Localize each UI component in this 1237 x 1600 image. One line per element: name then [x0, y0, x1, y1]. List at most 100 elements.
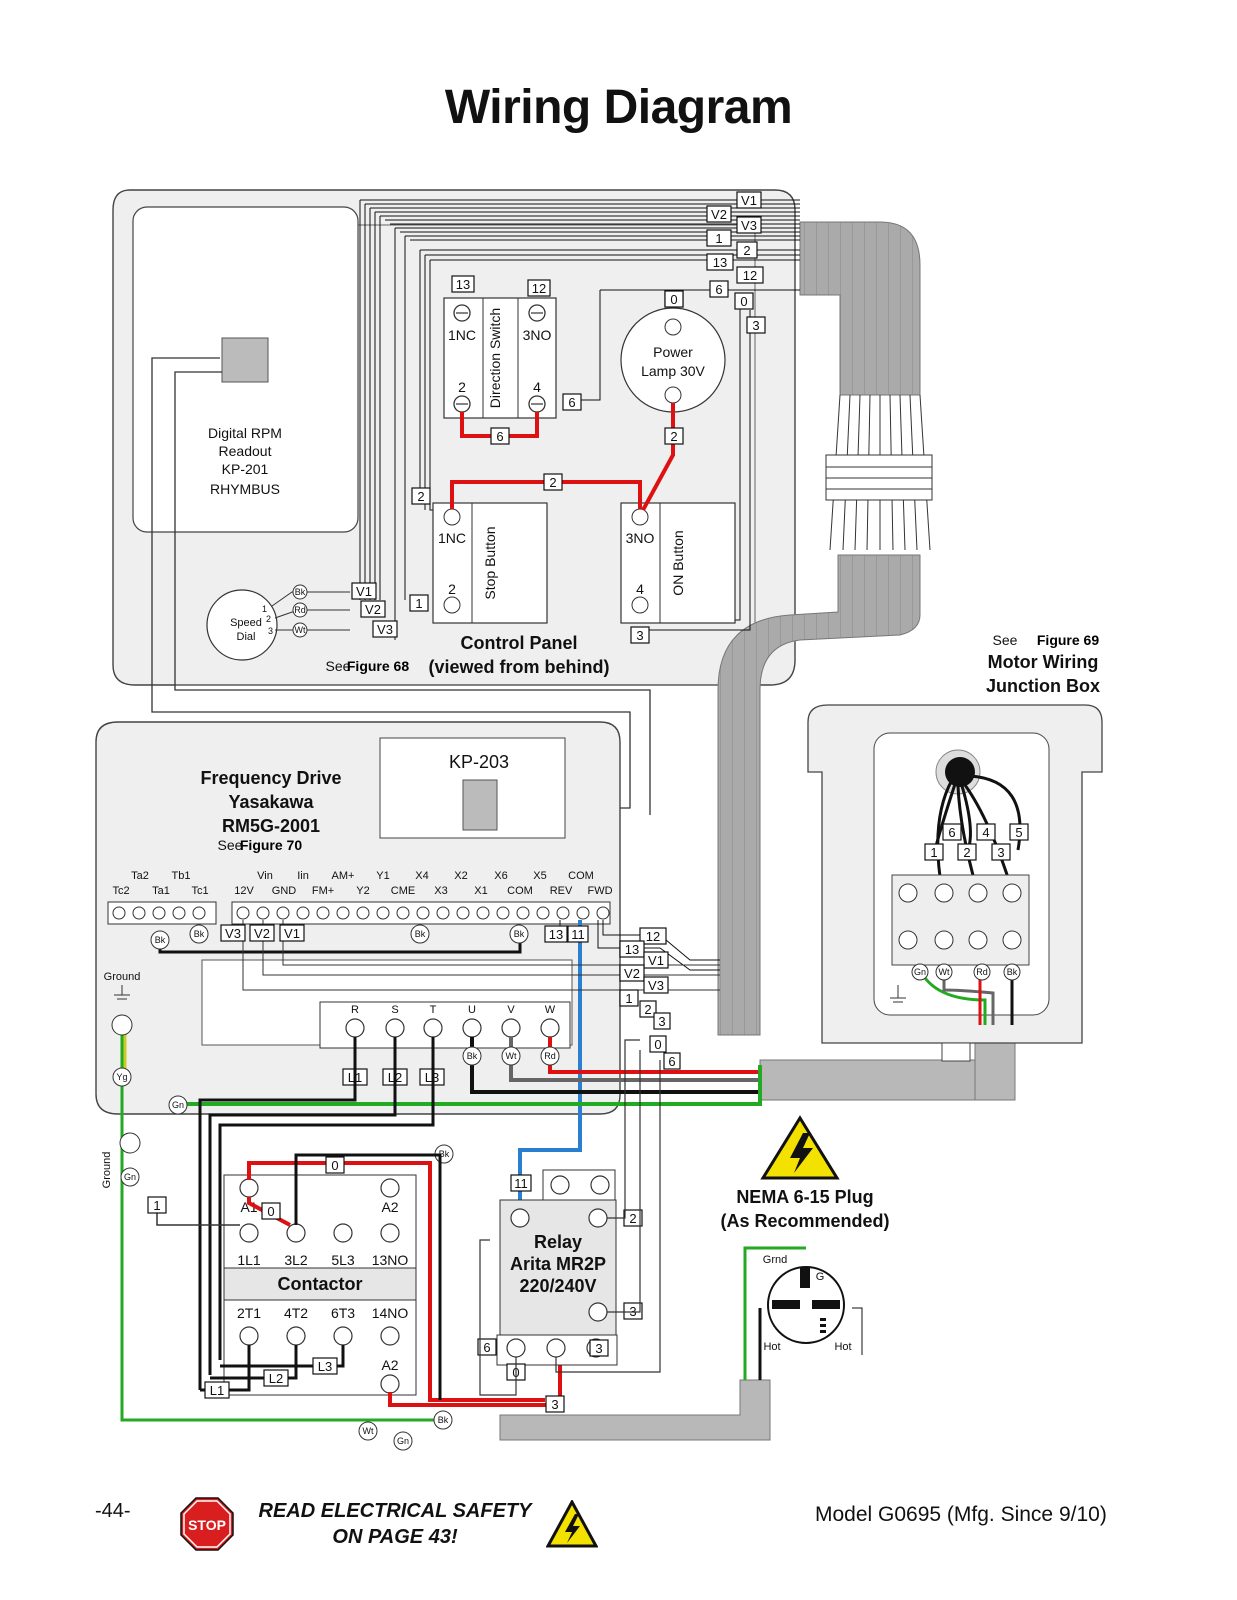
svg-text:Bk: Bk	[438, 1415, 449, 1425]
safety-note-line1: READ ELECTRICAL SAFETY	[258, 1500, 532, 1522]
svg-text:1NC: 1NC	[438, 530, 466, 546]
tag-v2: V2	[706, 205, 732, 223]
svg-text:Dial: Dial	[237, 631, 256, 643]
svg-text:Speed: Speed	[230, 617, 262, 629]
svg-text:Wt: Wt	[506, 1051, 517, 1061]
svg-text:12: 12	[646, 929, 660, 944]
svg-text:X1: X1	[474, 885, 487, 897]
svg-text:V2: V2	[365, 602, 381, 617]
svg-text:Tb1: Tb1	[172, 870, 191, 882]
svg-text:Rd: Rd	[976, 967, 988, 977]
relay-wires	[479, 1039, 661, 1396]
wire-color-text: Bk Bk Bk Bk Bk Wt Rd Yg Gn Gn Gn Wt Bk B…	[116, 929, 555, 1446]
svg-text:V: V	[507, 1004, 515, 1016]
svg-text:Readout: Readout	[219, 443, 272, 459]
svg-text:Bk: Bk	[295, 587, 306, 597]
svg-text:Rd: Rd	[544, 1051, 556, 1061]
svg-text:0: 0	[740, 294, 747, 309]
svg-text:GND: GND	[272, 885, 297, 897]
svg-text:Tc2: Tc2	[112, 885, 129, 897]
control-wire-bundle	[359, 199, 800, 640]
svg-text:See: See	[326, 658, 351, 674]
svg-text:3: 3	[752, 318, 759, 333]
svg-text:Digital RPM: Digital RPM	[208, 425, 282, 441]
model-info: Model G0695 (Mfg. Since 9/10)	[815, 1503, 1107, 1526]
svg-text:1: 1	[262, 604, 267, 614]
svg-text:0: 0	[331, 1158, 338, 1173]
svg-text:3: 3	[595, 1341, 602, 1356]
svg-text:Contactor: Contactor	[278, 1274, 363, 1294]
svg-text:5: 5	[1015, 825, 1022, 840]
svg-text:Grnd: Grnd	[763, 1254, 787, 1266]
svg-text:3NO: 3NO	[626, 530, 655, 546]
svg-text:Ta1: Ta1	[152, 885, 170, 897]
svg-text:KP-201: KP-201	[222, 461, 269, 477]
tag-12: 12	[736, 266, 764, 284]
svg-text:RM5G-2001: RM5G-2001	[222, 816, 320, 836]
svg-text:STOP: STOP	[188, 1517, 226, 1533]
svg-text:X2: X2	[454, 870, 467, 882]
svg-text:Figure 68: Figure 68	[347, 658, 409, 674]
svg-text:Control Panel: Control Panel	[460, 633, 577, 653]
svg-text:(As Recommended): (As Recommended)	[720, 1211, 889, 1231]
svg-text:X5: X5	[533, 870, 546, 882]
svg-text:2: 2	[549, 475, 556, 490]
svg-text:2: 2	[743, 243, 750, 258]
svg-text:3: 3	[997, 845, 1004, 860]
wire-color-labels	[112, 924, 560, 1451]
svg-text:A2: A2	[381, 1199, 398, 1215]
svg-text:6: 6	[948, 825, 955, 840]
tag-3: 3	[746, 316, 766, 334]
svg-text:V2: V2	[624, 966, 640, 981]
svg-text:Wt: Wt	[295, 625, 306, 635]
svg-text:Yg: Yg	[116, 1072, 127, 1082]
svg-text:COM: COM	[507, 885, 533, 897]
svg-text:Rd: Rd	[294, 605, 306, 615]
svg-text:220/240V: 220/240V	[519, 1276, 596, 1296]
tag-v1: V1	[736, 191, 762, 209]
svg-text:Bk: Bk	[1007, 967, 1018, 977]
svg-text:V1: V1	[741, 193, 757, 208]
svg-text:V3: V3	[377, 622, 393, 637]
svg-text:REV: REV	[550, 885, 573, 897]
svg-text:11: 11	[571, 927, 585, 942]
svg-text:V2: V2	[711, 207, 727, 222]
svg-text:Wt: Wt	[939, 967, 950, 977]
svg-text:X6: X6	[494, 870, 507, 882]
ground-labels: Ground Ground	[101, 971, 141, 1188]
svg-text:V3: V3	[225, 926, 241, 941]
svg-text:3: 3	[636, 628, 643, 643]
svg-text:4: 4	[982, 825, 989, 840]
svg-text:Lamp 30V: Lamp 30V	[641, 363, 705, 379]
svg-text:5L3: 5L3	[331, 1252, 355, 1268]
svg-text:L3: L3	[318, 1359, 332, 1374]
svg-text:Yasakawa: Yasakawa	[228, 792, 314, 812]
svg-text:V3: V3	[741, 218, 757, 233]
svg-text:Motor Wiring: Motor Wiring	[988, 652, 1099, 672]
svg-text:(viewed from behind): (viewed from behind)	[428, 657, 609, 677]
svg-text:12: 12	[743, 268, 757, 283]
svg-text:Y2: Y2	[356, 885, 369, 897]
svg-text:Direction Switch: Direction Switch	[487, 308, 503, 408]
stop-button-component: Stop Button 1NC 2	[432, 502, 548, 624]
svg-text:3NO: 3NO	[523, 327, 552, 343]
svg-text:V2: V2	[254, 926, 270, 941]
svg-text:3L2: 3L2	[284, 1252, 308, 1268]
svg-text:Junction Box: Junction Box	[986, 676, 1100, 696]
svg-text:3: 3	[658, 1014, 665, 1029]
svg-text:1: 1	[930, 845, 937, 860]
svg-text:0: 0	[654, 1037, 661, 1052]
svg-text:2: 2	[629, 1211, 636, 1226]
svg-text:Gn: Gn	[914, 967, 926, 977]
svg-text:1NC: 1NC	[448, 327, 476, 343]
svg-text:2: 2	[448, 581, 456, 597]
svg-text:2: 2	[644, 1002, 651, 1017]
svg-text:1: 1	[625, 991, 632, 1006]
contactor: Contactor A1 A2 1L1 3L2 5L3 13NO 2T1 4T2…	[223, 1174, 417, 1396]
svg-text:W: W	[545, 1004, 556, 1016]
svg-text:COM: COM	[568, 870, 594, 882]
svg-text:Gn: Gn	[397, 1436, 409, 1446]
svg-text:6: 6	[483, 1340, 490, 1355]
svg-text:6: 6	[715, 282, 722, 297]
